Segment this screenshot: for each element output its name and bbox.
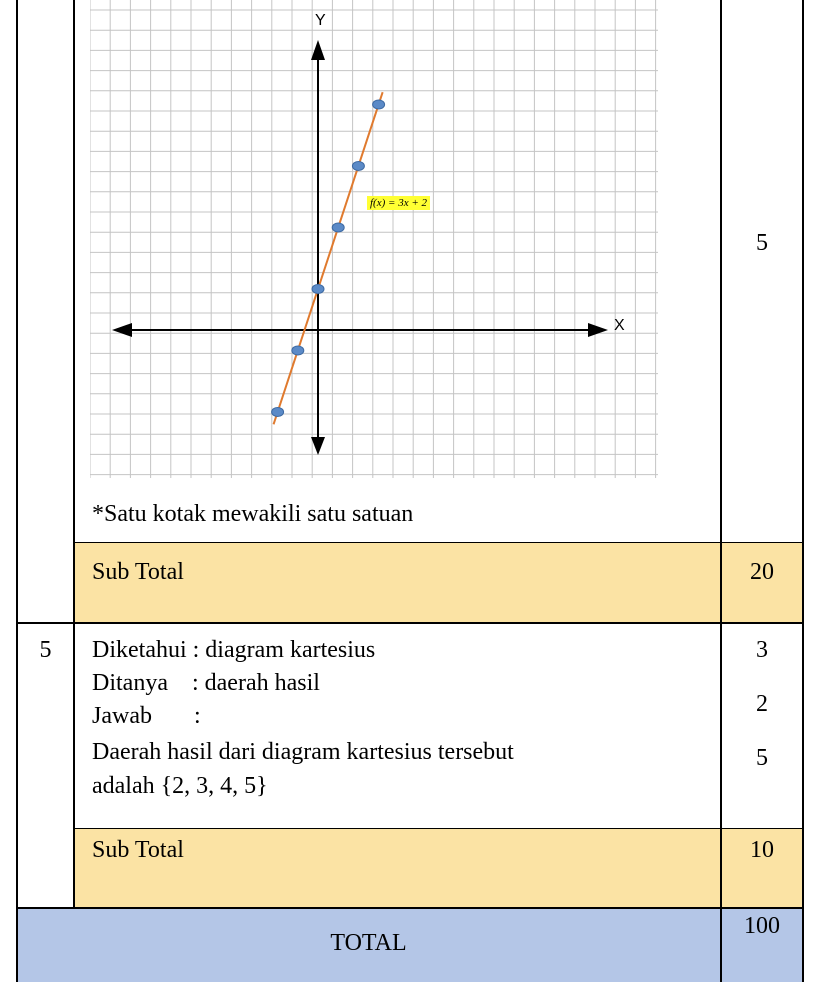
subtotal-1-score-bg [721, 543, 803, 622]
data-point [291, 345, 305, 356]
subtotal-2-score: 10 [750, 837, 774, 863]
subtotal-1-score: 20 [750, 559, 774, 585]
question-asked: Ditanya : daerah hasil [92, 670, 320, 696]
function-label: f(x) = 3x + 2 [367, 196, 430, 210]
question-answer-label: Jawab : [92, 703, 201, 729]
data-point [311, 284, 325, 294]
table-border-col1 [73, 0, 75, 908]
y-axis-arrow-down [311, 437, 325, 455]
question-answer-line2: adalah {2, 3, 4, 5} [92, 773, 268, 799]
question-score-2: 2 [756, 691, 768, 717]
question-score-1: 3 [756, 637, 768, 663]
question-score-3: 5 [756, 745, 768, 771]
y-axis-label: Y [315, 12, 326, 29]
subtotal-2-label: Sub Total [92, 837, 184, 863]
total-score: 100 [744, 913, 780, 939]
graph-note: *Satu kotak mewakili satu satuan [92, 501, 414, 527]
x-axis-arrow-right [588, 323, 608, 337]
graph-axes [112, 40, 608, 455]
question-known: Diketahui : diagram kartesius [92, 637, 376, 663]
subtotal-1-label: Sub Total [92, 559, 184, 585]
function-line [272, 91, 384, 425]
subtotal-2-bg [74, 829, 720, 908]
row-border-2 [16, 622, 804, 624]
y-axis-arrow-up [311, 40, 325, 60]
data-point [372, 99, 386, 110]
x-axis-arrow-left [112, 323, 132, 337]
table-border-right [802, 0, 804, 982]
table-border-col2 [720, 0, 722, 982]
row-border-1 [74, 542, 803, 543]
row-border-4 [16, 907, 804, 909]
graph-grid [90, 0, 658, 478]
data-point [271, 407, 285, 417]
total-score-bg [721, 909, 803, 982]
function-line-group [272, 91, 384, 425]
graph-background [90, 0, 658, 478]
cartesian-graph [90, 0, 658, 478]
total-bg [17, 909, 720, 982]
total-label: TOTAL [330, 930, 407, 956]
graph-row-score: 5 [756, 230, 768, 256]
x-axis-label: X [614, 317, 625, 334]
table-border-left [16, 0, 18, 982]
data-points [271, 99, 386, 417]
question-answer-line1: Daerah hasil dari diagram kartesius ters… [92, 739, 514, 765]
data-point [351, 161, 365, 171]
data-point [331, 222, 345, 233]
question-number: 5 [39, 637, 52, 663]
subtotal-2-score-bg [721, 829, 803, 908]
row-border-3 [74, 828, 803, 829]
subtotal-1-bg [74, 543, 720, 622]
